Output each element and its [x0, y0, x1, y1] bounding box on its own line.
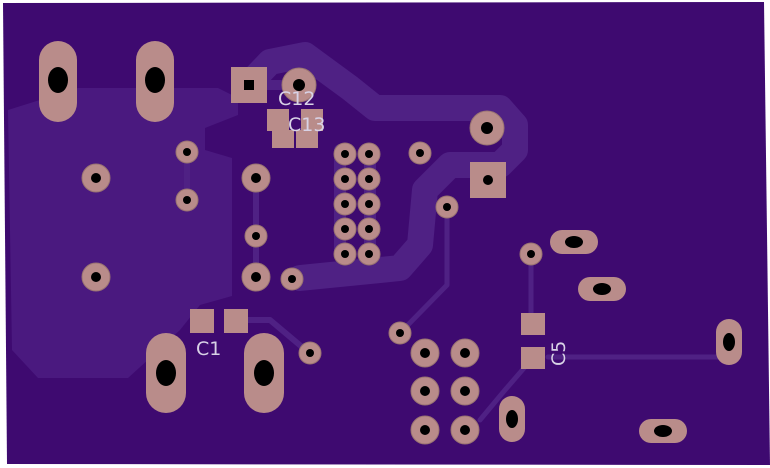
label-c13: C13 — [288, 114, 325, 136]
drill-hole — [341, 200, 349, 208]
drill-hole — [420, 348, 430, 358]
drill-hole — [251, 173, 261, 183]
smd-pad — [301, 109, 323, 131]
smd-pad — [521, 347, 545, 369]
drill-hole — [565, 236, 583, 248]
drill-hole — [723, 333, 735, 351]
smd-pad — [296, 130, 318, 148]
drill-hole — [527, 250, 535, 258]
drill-hole — [420, 386, 430, 396]
smd-pad — [267, 109, 289, 131]
drill-hole — [365, 175, 373, 183]
drill-hole — [341, 150, 349, 158]
drill-hole — [91, 173, 101, 183]
drill-hole — [293, 79, 305, 91]
drill-hole — [183, 196, 191, 204]
smd-pad — [224, 309, 248, 333]
label-c12: C12 — [278, 88, 315, 110]
round-drills — [91, 79, 535, 435]
label-c5: C5 — [548, 341, 570, 366]
drill-hole — [254, 360, 274, 386]
drill-hole — [506, 410, 518, 428]
drill-hole — [91, 272, 101, 282]
drill-hole — [460, 386, 470, 396]
drill-hole — [183, 148, 191, 156]
drill-hole — [483, 175, 493, 185]
drill-hole — [365, 250, 373, 258]
drill-hole — [443, 203, 451, 211]
drill-hole — [251, 272, 261, 282]
small-slot-pads — [499, 230, 742, 443]
drill-hole — [306, 349, 314, 357]
smd-pad — [190, 309, 214, 333]
drill-hole — [288, 275, 296, 283]
drill-hole — [396, 329, 404, 337]
drill-hole — [365, 200, 373, 208]
smd-pad — [521, 313, 545, 335]
drill-hole — [654, 425, 672, 437]
drill-hole — [341, 175, 349, 183]
drill-hole — [48, 67, 68, 93]
drill-hole — [481, 122, 493, 134]
drill-hole — [145, 67, 165, 93]
drill-hole — [420, 425, 430, 435]
drill-hole — [593, 283, 611, 295]
square-pad-drill — [244, 80, 254, 90]
drill-hole — [156, 360, 176, 386]
label-c1: C1 — [196, 338, 221, 360]
drill-hole — [252, 232, 260, 240]
drill-hole — [341, 225, 349, 233]
smd-pad — [272, 130, 294, 148]
drill-hole — [365, 150, 373, 158]
drill-hole — [365, 225, 373, 233]
slot-drills — [48, 67, 274, 386]
drill-hole — [460, 425, 470, 435]
drill-hole — [341, 250, 349, 258]
drill-hole — [416, 149, 424, 157]
drill-hole — [460, 348, 470, 358]
